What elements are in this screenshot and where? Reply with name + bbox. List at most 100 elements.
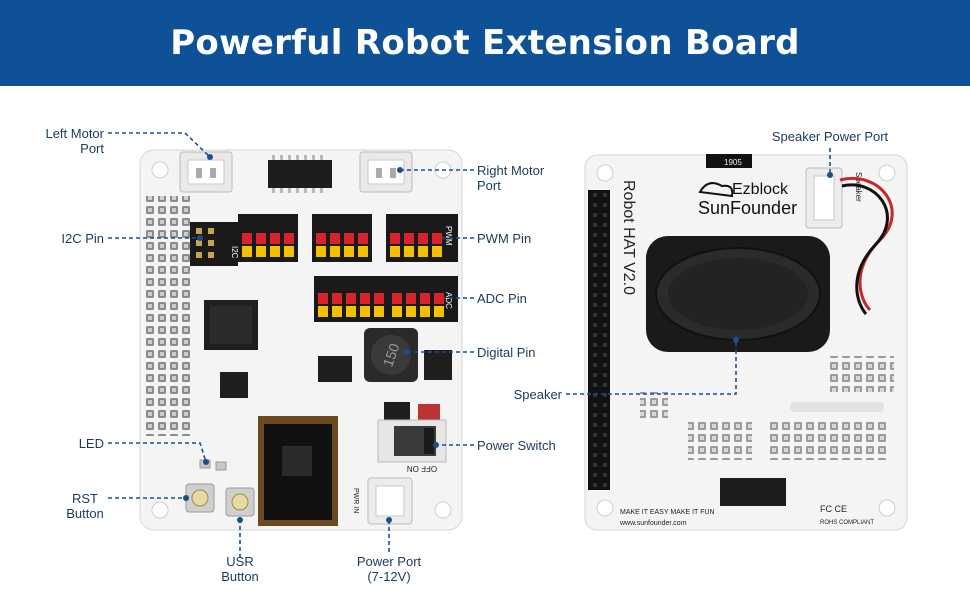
header-pin [284, 246, 294, 257]
header-pin [434, 306, 444, 317]
callout-power-port: Power Port (7-12V) [344, 554, 434, 584]
header-pin [406, 293, 416, 304]
callout-speaker: Speaker [513, 387, 562, 402]
header-pin [270, 246, 280, 257]
chip-id-silk: 1905 [724, 158, 742, 167]
header-pin [374, 280, 384, 291]
header-pin [318, 293, 328, 304]
header-pin [420, 306, 430, 317]
header-pin [406, 306, 416, 317]
right-motor-connector [359, 151, 413, 193]
header-pin [242, 233, 252, 244]
callout-rst-button-line2: Button [66, 506, 104, 521]
header-pin [270, 220, 280, 231]
header-pin [330, 233, 340, 244]
header-pin [390, 246, 400, 257]
header-pin [318, 306, 328, 317]
header-pin [418, 246, 428, 257]
website-silk: www.sunfounder.com [619, 520, 687, 527]
adc-silk: ADC [444, 292, 453, 309]
header-pin [434, 280, 444, 291]
callout-left-motor-port: Left Motor Port [20, 126, 104, 156]
pwm-silk: PWM [444, 226, 453, 246]
callout-i2c-pin: I2C Pin [61, 231, 104, 246]
callout-dots [183, 154, 833, 523]
header-pin [330, 246, 340, 257]
rst-button-component [185, 483, 215, 513]
callout-usr-button: USR Button [205, 554, 275, 584]
header-pin [330, 220, 340, 231]
header-pin [360, 293, 370, 304]
header-pin [344, 220, 354, 231]
header-pin [318, 280, 328, 291]
header-pin [420, 293, 430, 304]
header-pin [360, 306, 370, 317]
header-pin [390, 233, 400, 244]
title-banner: Powerful Robot Extension Board [0, 0, 970, 86]
callout-lines [108, 132, 831, 558]
left-motor-connector [179, 151, 233, 193]
slogan-silk: MAKE IT EASY MAKE IT FUN [620, 509, 715, 516]
callout-left-motor-port-line2: Port [80, 141, 104, 156]
header-pin [284, 233, 294, 244]
header-pin [432, 233, 442, 244]
header-pin [392, 293, 402, 304]
header-pin [270, 233, 280, 244]
header-pin [392, 306, 402, 317]
header-pin [346, 293, 356, 304]
header-pin [256, 220, 266, 231]
header-pin [404, 220, 414, 231]
header-pin [406, 280, 416, 291]
header-pin [360, 280, 370, 291]
header-pin [404, 246, 414, 257]
header-pin [374, 293, 384, 304]
header-pin [332, 306, 342, 317]
callout-led: LED [78, 436, 104, 451]
header-pin [344, 246, 354, 257]
fc-ce-silk: FC CE [820, 504, 847, 514]
callout-rst-button-line1: RST [72, 491, 98, 506]
left-board: I2C PWM ADC 150 [139, 149, 463, 531]
callout-digital-pin: Digital Pin [477, 345, 536, 360]
page-title: Powerful Robot Extension Board [170, 23, 800, 63]
header-pin [316, 220, 326, 231]
pwr-in-silk: PWR IN [352, 488, 359, 513]
header-pin [418, 220, 428, 231]
callout-usr-button-line1: USR [226, 554, 254, 569]
speaker-component [646, 236, 830, 352]
usr-button-component [225, 487, 255, 517]
header-pin [242, 246, 252, 257]
off-on-silk: OFF ON [407, 464, 437, 473]
header-pin [420, 280, 430, 291]
rohs-silk: ROHS COMPLIANT [820, 520, 874, 526]
callout-power-port-line2: (7-12V) [367, 569, 411, 584]
header-pin [418, 233, 428, 244]
header-pin [390, 220, 400, 231]
header-pin [256, 233, 266, 244]
header-pin [284, 220, 294, 231]
callout-right-motor-port-line1: Right Motor [477, 163, 545, 178]
header-pin [242, 220, 252, 231]
header-pin [358, 246, 368, 257]
speaker-silk: Speaker [854, 172, 863, 202]
callout-left-motor-port-line1: Left Motor [45, 126, 104, 141]
speaker-port-component [805, 167, 843, 229]
callout-rst-button: RST Button [50, 491, 120, 521]
header-pin [346, 306, 356, 317]
brand-top-silk: Ezblock [732, 181, 789, 198]
header-pin [432, 246, 442, 257]
header-pin [316, 246, 326, 257]
header-pin [256, 246, 266, 257]
header-pin [346, 280, 356, 291]
header-pin [358, 233, 368, 244]
header-pin [332, 293, 342, 304]
header-pin [332, 280, 342, 291]
callout-power-port-line1: Power Port [356, 554, 422, 569]
callout-adc-pin: ADC Pin [477, 291, 527, 306]
callout-pwm-pin: PWM Pin [477, 231, 532, 246]
header-pin [434, 293, 444, 304]
header-pin [404, 233, 414, 244]
power-switch-component [377, 419, 447, 463]
model-silk: Robot HAT V2.0 [620, 180, 637, 295]
